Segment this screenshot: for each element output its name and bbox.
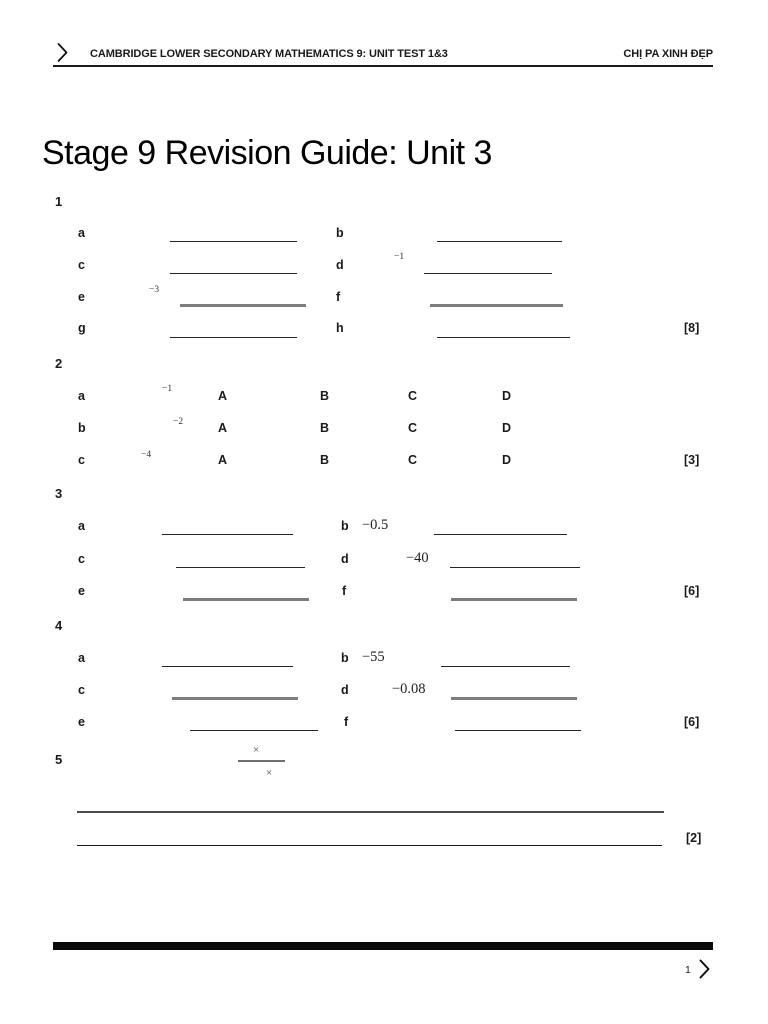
answer-blank-line — [170, 337, 297, 338]
answer-blank-line — [441, 666, 570, 667]
answer-blank-line — [437, 337, 570, 338]
part-label: b — [78, 421, 86, 435]
choice-option: D — [502, 421, 512, 435]
choice-option: B — [320, 389, 330, 403]
answer-blank-line — [162, 666, 293, 667]
part-label: f — [342, 584, 347, 598]
header-owner: CHỊ PA XINH ĐẸP — [623, 48, 713, 60]
question-number: 5 — [55, 752, 63, 767]
answer-blank-line — [77, 811, 664, 813]
part-label: c — [78, 683, 85, 697]
part-label: c — [78, 453, 85, 467]
question-number: 1 — [55, 194, 63, 209]
marks-badge: [2] — [686, 831, 702, 845]
fraction-numerator: × — [253, 744, 260, 756]
part-label: c — [78, 258, 85, 272]
choice-option: D — [502, 453, 512, 467]
part-label: a — [78, 519, 85, 533]
part-label: f — [336, 290, 341, 304]
answer-blank-line — [434, 534, 567, 535]
answer-blank-line — [170, 241, 297, 242]
answer-blank-line — [437, 241, 562, 242]
question-number: 3 — [55, 486, 63, 501]
exponent-text: −1 — [394, 252, 405, 262]
chevron-right-icon — [697, 958, 712, 980]
part-label: a — [78, 651, 85, 665]
part-label: b — [336, 226, 344, 240]
part-label: d — [341, 552, 349, 566]
answer-blank-line — [180, 304, 306, 307]
part-label: b — [341, 519, 349, 533]
part-label: e — [78, 584, 85, 598]
given-value: −40 — [406, 550, 429, 566]
choice-option: D — [502, 389, 512, 403]
exponent-text: −4 — [141, 450, 152, 460]
footer-bar — [53, 942, 713, 950]
part-label: c — [78, 552, 85, 566]
marks-badge: [6] — [684, 715, 700, 729]
answer-blank-line — [430, 304, 563, 307]
part-label: b — [341, 651, 349, 665]
part-label: a — [78, 389, 85, 403]
question-number: 2 — [55, 356, 63, 371]
choice-option: A — [218, 453, 228, 467]
fraction-denominator: × — [266, 767, 273, 779]
answer-blank-line — [170, 273, 297, 274]
exponent-text: −1 — [162, 384, 173, 394]
answer-blank-line — [190, 730, 318, 731]
choice-option: A — [218, 421, 228, 435]
answer-blank-line — [183, 598, 309, 601]
given-value: −0.5 — [362, 517, 389, 533]
marks-badge: [3] — [684, 453, 700, 467]
header-rule — [53, 65, 713, 67]
part-label: e — [78, 715, 85, 729]
page-number: 1 — [685, 964, 691, 976]
answer-blank-line — [176, 567, 305, 568]
answer-blank-line — [162, 534, 293, 535]
given-value: −55 — [362, 649, 385, 665]
answer-blank-line — [424, 273, 552, 274]
given-value: −0.08 — [392, 681, 426, 697]
fraction-bar — [238, 760, 285, 762]
choice-option: A — [218, 389, 228, 403]
part-label: e — [78, 290, 85, 304]
choice-option: C — [408, 453, 418, 467]
answer-blank-line — [455, 730, 581, 731]
page-title: Stage 9 Revision Guide: Unit 3 — [42, 134, 492, 172]
part-label: a — [78, 226, 85, 240]
choice-option: C — [408, 421, 418, 435]
part-label: d — [341, 683, 349, 697]
question-number: 4 — [55, 618, 63, 633]
chevron-right-icon — [55, 42, 70, 63]
exponent-text: −3 — [149, 285, 160, 295]
part-label: g — [78, 321, 86, 335]
exponent-text: −2 — [173, 417, 184, 427]
answer-blank-line — [450, 567, 580, 568]
answer-blank-line — [172, 697, 298, 700]
choice-option: B — [320, 421, 330, 435]
header-title: CAMBRIDGE LOWER SECONDARY MATHEMATICS 9:… — [90, 48, 448, 60]
choice-option: B — [320, 453, 330, 467]
part-label: f — [344, 715, 349, 729]
answer-blank-line — [451, 598, 577, 601]
part-label: h — [336, 321, 344, 335]
answer-blank-line — [77, 845, 662, 846]
part-label: d — [336, 258, 344, 272]
answer-blank-line — [451, 697, 577, 700]
marks-badge: [8] — [684, 321, 700, 335]
marks-badge: [6] — [684, 584, 700, 598]
choice-option: C — [408, 389, 418, 403]
